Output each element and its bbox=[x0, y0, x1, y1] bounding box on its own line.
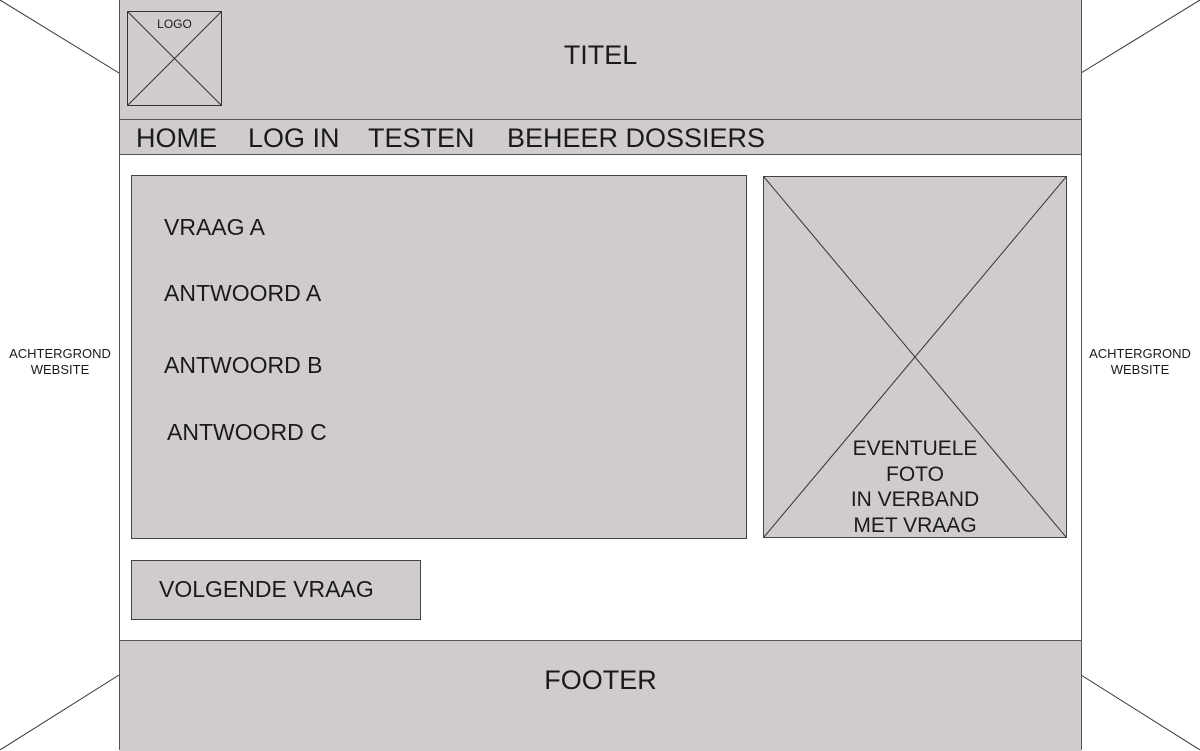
photo-caption: EVENTUELE FOTO IN VERBAND MET VRAAG bbox=[764, 436, 1066, 538]
photo-caption-line1: EVENTUELE bbox=[852, 437, 978, 460]
photo-caption-line4: MET VRAAG bbox=[853, 513, 977, 537]
nav-item-log-in[interactable]: LOG IN bbox=[248, 123, 340, 153]
photo-placeholder-icon bbox=[764, 177, 1066, 537]
nav-item-home[interactable]: HOME bbox=[136, 123, 217, 153]
question-text: VRAAG A bbox=[164, 214, 265, 240]
background-label-left-line2: WEBSITE bbox=[30, 362, 90, 377]
answer-option-a[interactable]: ANTWOORD A bbox=[164, 280, 322, 306]
answer-option-c[interactable]: ANTWOORD C bbox=[167, 419, 327, 445]
nav-item-testen[interactable]: TESTEN bbox=[368, 123, 475, 153]
photo-caption-line2: FOTO bbox=[886, 462, 944, 486]
background-label-left-line1: ACHTERGROND bbox=[9, 346, 111, 361]
photo-caption-line3: IN VERBAND bbox=[850, 488, 980, 511]
background-label-right-line1: ACHTERGROND bbox=[1089, 346, 1191, 361]
question-panel: VRAAG A ANTWOORD A ANTWOORD B ANTWOORD C bbox=[131, 175, 747, 539]
question-photo-placeholder: EVENTUELE FOTO IN VERBAND MET VRAAG bbox=[763, 176, 1067, 538]
background-label-left: ACHTERGROND WEBSITE bbox=[0, 346, 120, 378]
footer-label: FOOTER bbox=[544, 665, 657, 695]
next-question-button[interactable]: VOLGENDE VRAAG bbox=[131, 560, 421, 620]
nav-item-beheer-dossiers[interactable]: BEHEER DOSSIERS bbox=[507, 123, 766, 153]
footer: FOOTER bbox=[120, 640, 1081, 751]
header: LOGO TITEL bbox=[120, 0, 1081, 120]
logo-label: LOGO bbox=[157, 17, 192, 31]
background-label-right-line2: WEBSITE bbox=[1110, 362, 1170, 377]
answer-option-b[interactable]: ANTWOORD B bbox=[164, 352, 323, 378]
page-title: TITEL bbox=[563, 40, 638, 70]
background-label-right: ACHTERGROND WEBSITE bbox=[1080, 346, 1200, 378]
nav-bar: HOME LOG IN TESTEN BEHEER DOSSIERS bbox=[120, 120, 1081, 155]
website-frame: LOGO TITEL HOME LOG IN TESTEN BEHEER DOS… bbox=[119, 0, 1082, 751]
image-placeholder-icon bbox=[128, 12, 221, 105]
logo-placeholder[interactable]: LOGO bbox=[127, 11, 222, 106]
